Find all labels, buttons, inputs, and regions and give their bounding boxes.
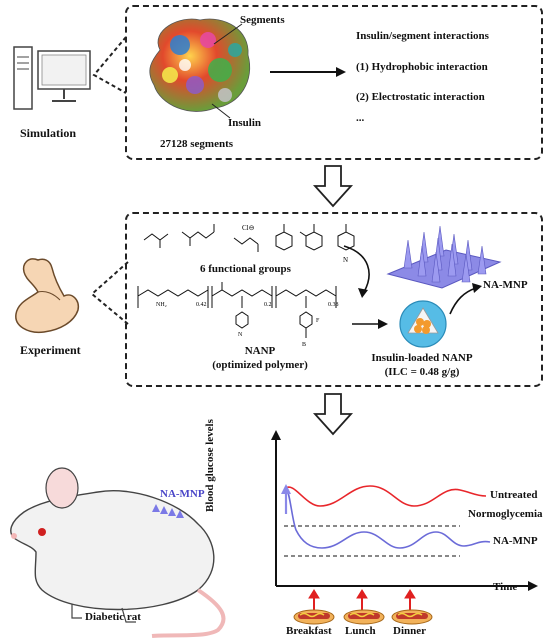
groups-to-polymer-arrow bbox=[343, 245, 370, 298]
pyridine-n-label-2: N bbox=[238, 332, 243, 338]
rat-caption: Diabetic rat bbox=[85, 611, 141, 623]
functional-groups-structures: Cl⊖ N bbox=[143, 224, 355, 264]
segments-pointer bbox=[213, 23, 243, 45]
polymer-subtitle: (optimized polymer) bbox=[212, 359, 308, 371]
nanoparticle-icon bbox=[399, 300, 447, 348]
interactions-title: Insulin/segment interactions bbox=[356, 30, 489, 42]
pyridine-n-label: N bbox=[343, 256, 348, 264]
diabetic-rat-image bbox=[10, 467, 226, 638]
interaction-1: (1) Hydrophobic interaction bbox=[356, 61, 488, 73]
experiment-caption: Experiment bbox=[20, 343, 81, 357]
nanp-structure: NH₂ 0.42 0.2 0.38 F B N bbox=[137, 282, 339, 348]
boron-label: B bbox=[302, 342, 306, 348]
simulation-caption: Simulation bbox=[20, 126, 77, 140]
subscript-038: 0.38 bbox=[328, 302, 339, 308]
particle-to-mnp-arrow bbox=[449, 283, 482, 315]
interaction-2: (2) Electrostatic interaction bbox=[356, 91, 485, 103]
segments-count: 27128 segments bbox=[160, 138, 234, 150]
insulin-protein-image bbox=[149, 18, 250, 112]
experiment-connector bbox=[90, 261, 129, 325]
fluorine-label: F bbox=[316, 318, 320, 324]
polymer-to-particle-arrow bbox=[352, 319, 388, 329]
polymer-name: NANP bbox=[244, 345, 276, 357]
subscript-02: 0.2 bbox=[264, 302, 272, 308]
untreated-curve bbox=[285, 485, 487, 507]
meal-lunch: Lunch bbox=[345, 625, 376, 637]
amine-label: NH₂ bbox=[156, 302, 167, 308]
functional-groups-label: 6 functional groups bbox=[200, 263, 291, 275]
insulin-pointer bbox=[211, 103, 231, 119]
segments-label: Segments bbox=[240, 14, 285, 26]
loaded-label: Insulin-loaded NANP bbox=[371, 352, 473, 364]
simulation-connector bbox=[92, 36, 127, 94]
flexed-arm-icon bbox=[15, 258, 80, 334]
mnp-label: NA-MNP bbox=[483, 279, 528, 291]
flow-arrow-down-1 bbox=[312, 165, 354, 208]
glucose-chart bbox=[271, 430, 538, 610]
legend-na-mnp: NA-MNP bbox=[493, 535, 538, 547]
x-axis-label: Time bbox=[493, 581, 518, 593]
rat-patch-label: NA-MNP bbox=[160, 488, 205, 500]
flow-arrow-down-2 bbox=[312, 393, 354, 436]
y-axis-label: Blood glucose levels bbox=[204, 419, 216, 512]
microneedle-patch-icon bbox=[386, 225, 502, 289]
ilc-label: (ILC = 0.48 g/g) bbox=[384, 366, 460, 378]
legend-normoglycemia: Normoglycemia bbox=[468, 508, 543, 520]
treated-curve bbox=[285, 487, 491, 549]
experiment-box bbox=[125, 212, 543, 387]
computer-icon bbox=[13, 46, 91, 110]
interactions-ellipsis: ... bbox=[356, 112, 365, 124]
meal-hotdog-icons bbox=[293, 609, 433, 625]
chloride-label: Cl⊖ bbox=[242, 224, 255, 232]
legend-untreated: Untreated bbox=[490, 489, 538, 501]
insulin-label: Insulin bbox=[228, 117, 262, 129]
simulation-arrow bbox=[270, 67, 346, 77]
meal-breakfast: Breakfast bbox=[286, 625, 332, 637]
meal-dinner: Dinner bbox=[393, 625, 426, 637]
simulation-box bbox=[125, 5, 543, 160]
subscript-042: 0.42 bbox=[196, 302, 207, 308]
